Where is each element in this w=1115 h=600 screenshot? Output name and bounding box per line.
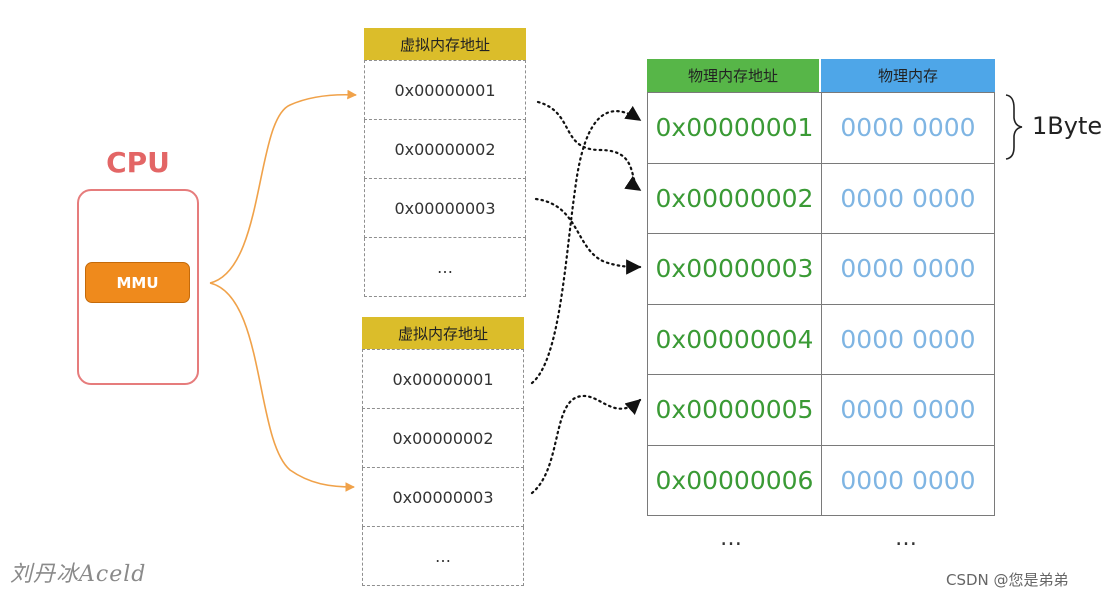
virtual-address-cell: 0x00000003 bbox=[362, 468, 524, 527]
physical-address-cell: 0x00000006 bbox=[648, 445, 822, 515]
virtual-table-header: 虚拟内存地址 bbox=[364, 28, 526, 60]
physical-memory-table: 物理内存地址 物理内存 0x00000001 0000 0000 0x00000… bbox=[647, 59, 995, 516]
physical-address-cell: 0x00000002 bbox=[648, 163, 822, 233]
virtual-address-table-2: 虚拟内存地址 0x00000001 0x00000002 0x00000003 … bbox=[362, 317, 524, 586]
virtual-address-cell: 0x00000002 bbox=[364, 120, 526, 179]
physical-row: 0x00000004 0000 0000 bbox=[647, 304, 995, 375]
mapping-t1-3-to-phys-3 bbox=[534, 197, 642, 275]
physical-row: 0x00000001 0000 0000 bbox=[647, 92, 995, 164]
mmu-to-virtual-table-2-curve bbox=[209, 282, 355, 492]
virtual-address-cell: 0x00000002 bbox=[362, 409, 524, 468]
physical-table-header: 物理内存地址 物理内存 bbox=[647, 59, 995, 92]
virtual-address-ellipsis: … bbox=[362, 527, 524, 586]
physical-address-cell: 0x00000001 bbox=[648, 93, 822, 163]
physical-row: 0x00000005 0000 0000 bbox=[647, 375, 995, 446]
physical-row: 0x00000002 0000 0000 bbox=[647, 163, 995, 234]
physical-address-ellipsis: … bbox=[720, 526, 742, 551]
mapping-t2-1-to-phys-1 bbox=[530, 105, 642, 385]
physical-address-cell: 0x00000004 bbox=[648, 304, 822, 374]
physical-value-cell: 0000 0000 bbox=[840, 254, 976, 284]
physical-memory-header: 物理内存 bbox=[819, 59, 995, 92]
physical-row: 0x00000003 0000 0000 bbox=[647, 234, 995, 305]
site-watermark: CSDN @您是弟弟 bbox=[946, 571, 1069, 589]
mmu-to-virtual-table-1-curve bbox=[209, 89, 357, 284]
virtual-address-table-1: 虚拟内存地址 0x00000001 0x00000002 0x00000003 … bbox=[364, 28, 526, 297]
mapping-t2-3-to-phys-5 bbox=[530, 395, 642, 495]
byte-size-label: 1Byte bbox=[1032, 112, 1103, 140]
virtual-address-cell: 0x00000003 bbox=[364, 179, 526, 238]
virtual-address-cell: 0x00000001 bbox=[364, 60, 526, 120]
physical-value-cell: 0000 0000 bbox=[840, 395, 976, 425]
physical-row: 0x00000006 0000 0000 bbox=[647, 445, 995, 516]
physical-address-cell: 0x00000005 bbox=[648, 375, 822, 445]
virtual-address-ellipsis: … bbox=[364, 238, 526, 297]
physical-value-cell: 0000 0000 bbox=[840, 324, 976, 354]
virtual-address-cell: 0x00000001 bbox=[362, 349, 524, 409]
physical-value-cell: 0000 0000 bbox=[840, 113, 976, 143]
physical-address-cell: 0x00000003 bbox=[648, 234, 822, 304]
byte-brace bbox=[1005, 94, 1023, 160]
mapping-t1-1-to-phys-2 bbox=[536, 100, 642, 192]
cpu-box bbox=[77, 189, 199, 385]
author-watermark: 刘丹冰Aceld bbox=[10, 562, 147, 587]
physical-value-ellipsis: … bbox=[895, 526, 917, 551]
cpu-label: CPU bbox=[106, 146, 170, 179]
physical-address-header: 物理内存地址 bbox=[647, 59, 819, 92]
physical-value-cell: 0000 0000 bbox=[840, 183, 976, 213]
virtual-table-header: 虚拟内存地址 bbox=[362, 317, 524, 349]
physical-value-cell: 0000 0000 bbox=[840, 465, 976, 495]
mmu-box: MMU bbox=[85, 262, 190, 303]
